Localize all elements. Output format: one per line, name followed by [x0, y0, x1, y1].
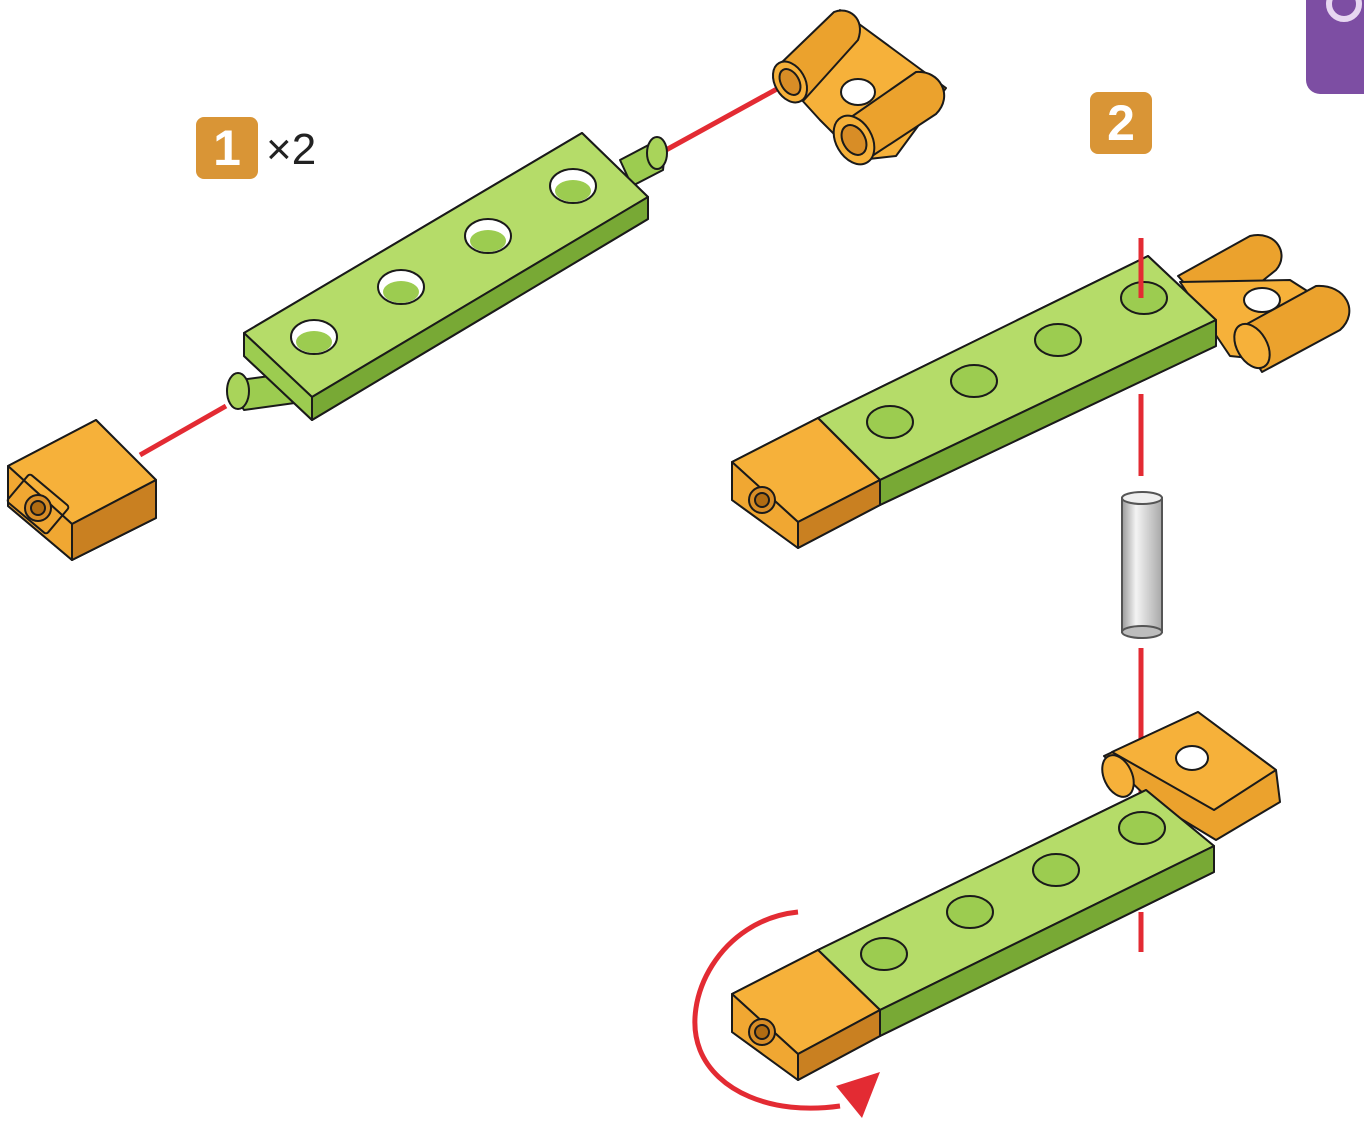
step-2-lower-assembly [692, 711, 1281, 1118]
rotate-arrow-icon [692, 909, 880, 1118]
orange-end-cap [6, 419, 157, 561]
guide-line [138, 403, 228, 458]
orange-link-plate [1101, 711, 1281, 841]
orange-hinge-bracket [1177, 234, 1351, 373]
green-bar-4-holes [817, 255, 1217, 506]
green-bar-4-holes [226, 132, 668, 421]
step-2-badge: 2 [1090, 92, 1152, 154]
orange-end-cap [731, 949, 881, 1081]
metal-pin [1121, 491, 1163, 639]
step-1-multiplier: ×2 [266, 125, 317, 174]
step-1-badge: 1 [196, 117, 258, 179]
step-1-assembly [6, 9, 947, 561]
step-2-upper-assembly [731, 234, 1351, 549]
guide-line [664, 81, 788, 153]
orange-hinge-bracket [771, 9, 947, 166]
corner-tab-icon [1326, 0, 1362, 22]
green-bar-4-holes [817, 789, 1215, 1037]
orange-end-cap [731, 417, 881, 549]
